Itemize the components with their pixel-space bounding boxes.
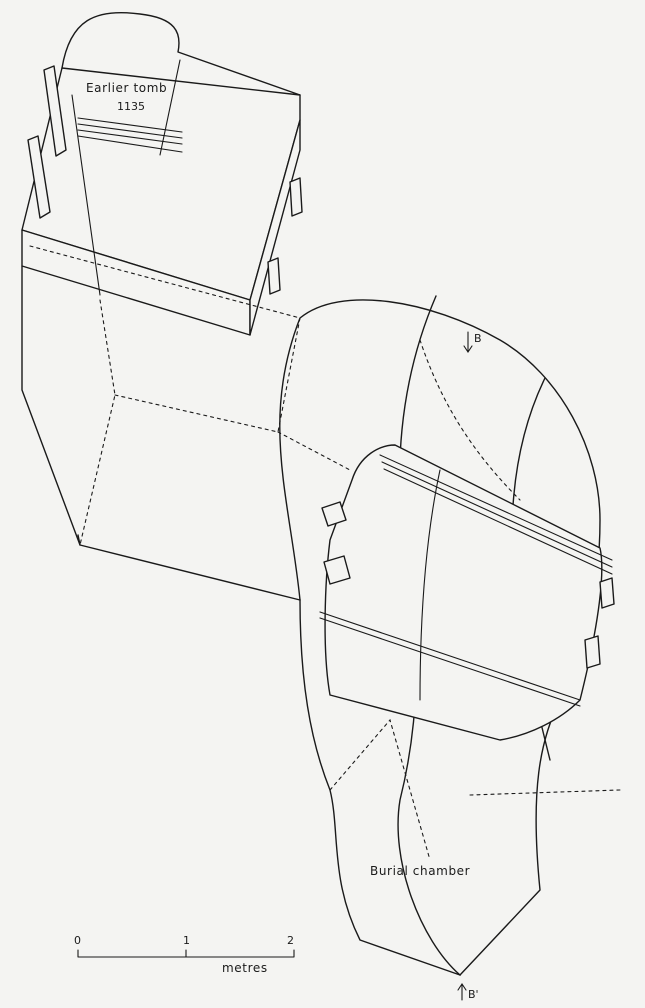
scale-bar: 0 1 2 metres: [74, 934, 295, 975]
section-arrow-up-icon: [457, 983, 467, 1001]
section-label-top: B: [474, 332, 482, 345]
earlier-tomb-peg-3: [289, 177, 303, 217]
chamber-hidden-1: [419, 339, 521, 501]
earlier-tomb-hidden-1: [29, 245, 301, 319]
section-arrow-down-icon: [463, 331, 473, 353]
chamber-inner-box: [324, 444, 603, 741]
chamber-peg-1: [321, 501, 347, 527]
scale-tick-0: 0: [74, 934, 81, 947]
earlier-tomb-peg-4: [267, 257, 281, 295]
earlier-tomb-slab-right: [249, 119, 301, 336]
earlier-tomb-front-edge: [77, 534, 81, 546]
earlier-tomb: [21, 11, 351, 601]
earlier-tomb-peg-2: [27, 135, 51, 219]
earlier-tomb-label: Earlier tomb: [86, 81, 167, 95]
chamber-peg-3: [599, 577, 615, 609]
chamber-hidden-2: [329, 718, 431, 861]
chamber-inner-rib: [419, 469, 441, 701]
scale-tick-2: 2: [287, 934, 294, 947]
earlier-tomb-hidden-3: [114, 394, 279, 433]
chamber-peg-2: [323, 555, 351, 585]
tomb-number-label: 1135: [117, 100, 145, 113]
earlier-tomb-left-wall: [21, 265, 301, 601]
burial-chamber: [279, 295, 621, 976]
earlier-tomb-ledge: [77, 117, 183, 153]
scale-tick-1: 1: [183, 934, 190, 947]
section-marker-bottom: B': [457, 983, 479, 1001]
burial-chamber-label: Burial chamber: [370, 864, 470, 878]
section-marker-top: B: [463, 331, 482, 353]
earlier-tomb-hidden-5: [277, 317, 301, 433]
chamber-rail-2: [319, 611, 581, 707]
section-label-bottom: B': [468, 988, 479, 1001]
earlier-tomb-hidden-4: [277, 431, 351, 471]
earlier-tomb-inner-left: [71, 94, 101, 296]
chamber-peg-4: [584, 635, 601, 669]
earlier-tomb-peg-1: [43, 65, 67, 157]
earlier-tomb-back-outline: [61, 11, 301, 96]
earlier-tomb-hidden-2: [79, 299, 116, 546]
earlier-tomb-inner-right: [159, 59, 181, 156]
scale-bar-line: [77, 949, 295, 958]
scale-unit-label: metres: [222, 961, 268, 975]
chamber-hidden-3: [469, 789, 621, 796]
chamber-rail-1: [379, 454, 613, 575]
